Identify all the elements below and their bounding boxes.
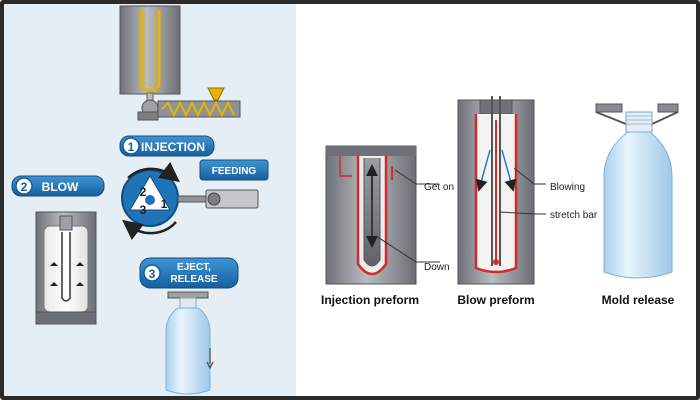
- feeding-label: FEEDING: [199, 159, 269, 181]
- rotor-number-2: 2: [140, 185, 147, 199]
- blow-mold-left: [35, 211, 97, 325]
- mold-release-bottle: [595, 103, 679, 279]
- feeding-rod: [177, 189, 259, 209]
- blow-preform-caption: Blow preform: [457, 293, 534, 307]
- step-1-number: 1: [128, 140, 135, 154]
- feeding-text: FEEDING: [212, 166, 257, 177]
- released-bottle-left: [165, 291, 214, 395]
- step-eject-release-label: 3 EJECT, RELEASE: [139, 257, 239, 289]
- get-on-label: Get on: [424, 182, 454, 193]
- step-injection-label: 1 INJECTION: [119, 135, 215, 157]
- step-3-number: 3: [149, 267, 156, 281]
- step-blow-label: 2 BLOW: [11, 175, 105, 197]
- injection-mold-top: [119, 5, 181, 108]
- blow-preform-mold: [457, 96, 546, 285]
- step-2-label: BLOW: [42, 180, 79, 194]
- stretch-bar-label: stretch bar: [550, 210, 598, 221]
- screw-feeder: [137, 87, 241, 121]
- down-label: Down: [424, 262, 450, 273]
- rotor-number-1: 1: [161, 197, 168, 211]
- injection-preform-mold: [325, 145, 440, 285]
- step-2-number: 2: [21, 180, 28, 194]
- step-3-label-line2: RELEASE: [170, 274, 218, 285]
- rotary-table: 1 2 3: [121, 161, 180, 241]
- step-3-label-line1: EJECT,: [177, 262, 211, 273]
- blowing-label: Blowing: [550, 182, 585, 193]
- mold-release-caption: Mold release: [602, 293, 675, 307]
- rotor-number-3: 3: [140, 203, 147, 217]
- injection-preform-caption: Injection preform: [321, 293, 419, 307]
- step-1-label: INJECTION: [141, 140, 205, 154]
